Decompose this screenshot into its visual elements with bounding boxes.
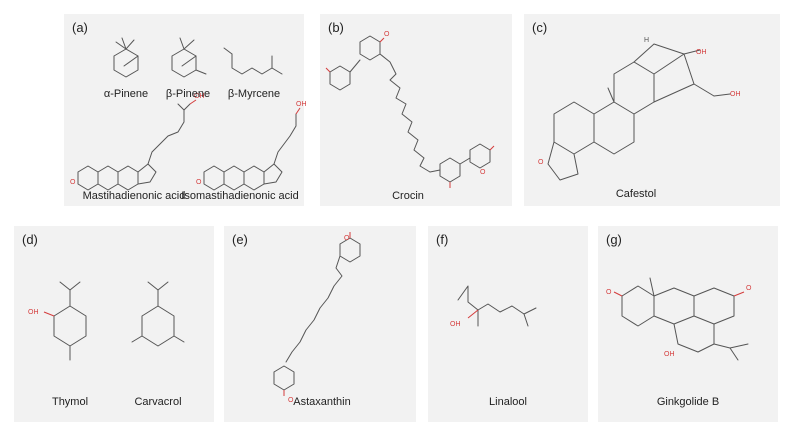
panel-e-label: (e) (232, 232, 248, 247)
svg-text:O: O (746, 285, 752, 292)
svg-text:O: O (606, 289, 612, 296)
svg-text:OH: OH (696, 49, 707, 56)
panel-a: (a) O OH (64, 14, 307, 206)
panel-g-label: (g) (606, 232, 622, 247)
ginkgolide-b-structure: O O OH (606, 277, 752, 361)
panel-d-structures: OH (28, 281, 185, 361)
caption-linalool: Linalool (489, 396, 527, 408)
panel-e-structures: O O (273, 232, 361, 404)
panel-b-structures: O O (325, 31, 495, 188)
cafestol-structure: O OH OH H (538, 37, 741, 181)
svg-text:O: O (384, 31, 390, 38)
svg-text:O: O (288, 397, 294, 404)
linalool-structure: OH (450, 285, 537, 328)
panel-g: (g) O O OH Ginkgolide B (598, 226, 778, 422)
beta-myrcene-structure (223, 47, 283, 75)
mastihadienonic-acid-structure: O OH (70, 93, 205, 191)
panel-c: (c) O OH OH H Cafestol (524, 14, 780, 206)
svg-text:O: O (538, 159, 544, 166)
caption-isomastihadienonic-acid: Isomastihadienonic acid (181, 190, 299, 202)
caption-astaxanthin: Astaxanthin (293, 396, 351, 408)
panel-d: (d) OH Thymol Carvacrol (14, 226, 214, 422)
panel-a-label: (a) (72, 20, 88, 35)
panel-c-label: (c) (532, 20, 548, 35)
svg-text:OH: OH (194, 93, 205, 100)
panel-b: (b) O O Crocin (320, 14, 512, 206)
panel-d-label: (d) (22, 232, 38, 247)
thymol-structure: OH (28, 281, 87, 361)
alpha-pinene-structure (113, 37, 139, 78)
astaxanthin-structure: O O (273, 232, 361, 404)
caption-beta-myrcene: β-Myrcene (227, 88, 281, 100)
svg-text:OH: OH (450, 321, 461, 328)
caption-ginkgolide-b: Ginkgolide B (656, 396, 720, 408)
svg-text:O: O (480, 169, 486, 176)
panel-a-structures: O OH O OH (70, 37, 307, 191)
panel-f: (f) OH Linalool (428, 226, 588, 422)
caption-carvacrol: Carvacrol (134, 396, 182, 408)
svg-text:O: O (196, 179, 202, 186)
carvacrol-structure (131, 281, 185, 347)
caption-cafestol: Cafestol (615, 188, 657, 200)
svg-text:OH: OH (664, 351, 675, 358)
svg-text:OH: OH (296, 101, 307, 108)
svg-text:OH: OH (730, 91, 741, 98)
caption-thymol: Thymol (51, 396, 89, 408)
svg-text:H: H (644, 37, 649, 44)
panel-c-structures: O OH OH H (538, 37, 741, 181)
panel-b-label: (b) (328, 20, 344, 35)
panel-f-label: (f) (436, 232, 449, 247)
caption-beta-pinene: β-Pinene (165, 88, 211, 100)
svg-text:O: O (70, 179, 76, 186)
svg-text:O: O (344, 235, 350, 242)
isomastihadienonic-acid-structure: O OH (196, 101, 307, 191)
caption-alpha-pinene: α-Pinene (103, 88, 149, 100)
crocin-structure: O O (325, 31, 495, 188)
beta-pinene-structure (171, 37, 207, 78)
svg-text:OH: OH (28, 309, 39, 316)
caption-crocin: Crocin (392, 190, 424, 202)
panel-e: (e) O O Astaxanthin (224, 226, 416, 422)
panel-f-structures: OH (450, 285, 537, 328)
panel-g-structures: O O OH (606, 277, 752, 361)
caption-mastihadienonic-acid: Mastihadienonic acid (82, 190, 186, 202)
